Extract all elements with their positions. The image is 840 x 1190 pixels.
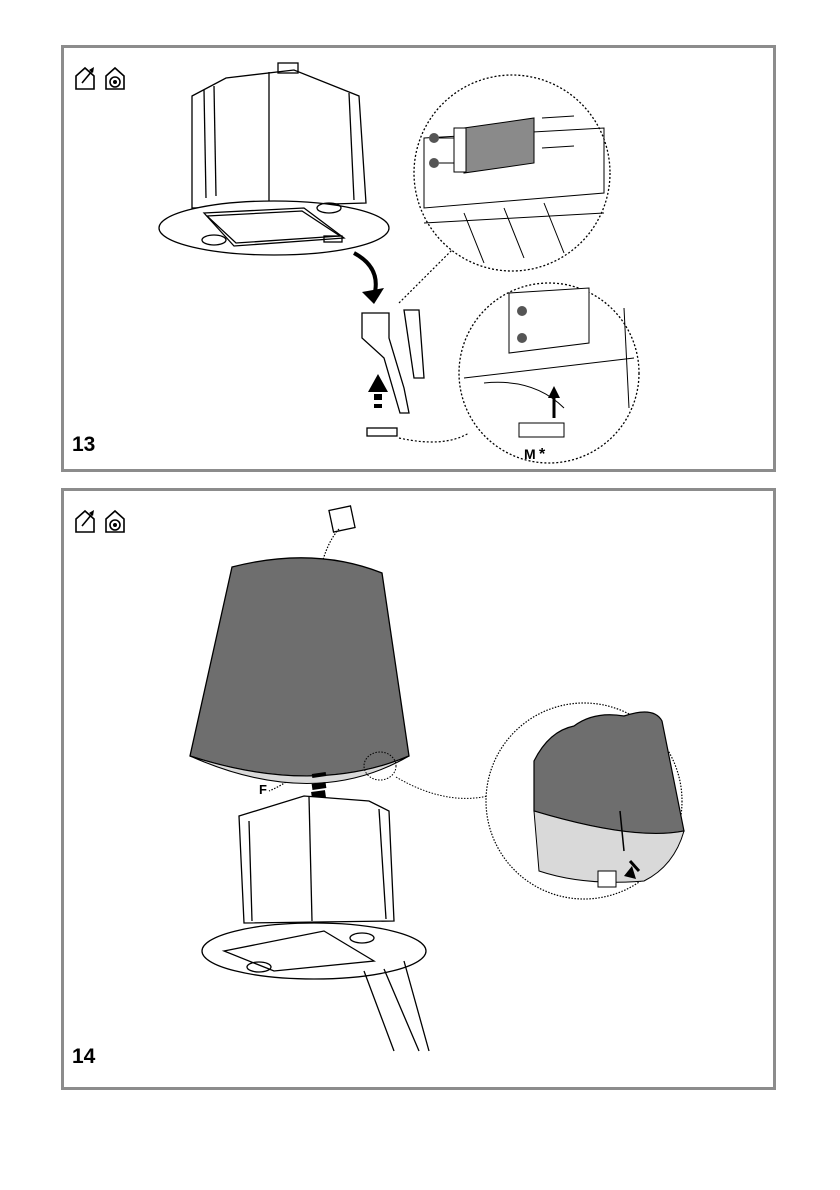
up-arrow (368, 374, 388, 408)
wall-bracket (362, 310, 424, 436)
step-13-panel: M * 13 (61, 45, 776, 472)
detail-circle-top (414, 75, 610, 271)
hood-body (202, 796, 429, 1051)
step-number: 13 (72, 433, 95, 457)
decorative-chimney (190, 558, 504, 799)
move-arrow (354, 253, 376, 296)
detail-circle-bottom: M * (459, 283, 639, 463)
hood-body (159, 63, 389, 255)
step-14-illustration: F (64, 491, 776, 1090)
step-13-illustration: M * (64, 48, 776, 472)
callout-m-mark: * (539, 446, 546, 463)
step-14-panel: F 14 (61, 488, 776, 1090)
callout-f-label: F (259, 782, 267, 797)
step-number: 14 (72, 1045, 95, 1069)
detail-circle (486, 703, 684, 899)
callout-m-label: M (524, 446, 536, 462)
